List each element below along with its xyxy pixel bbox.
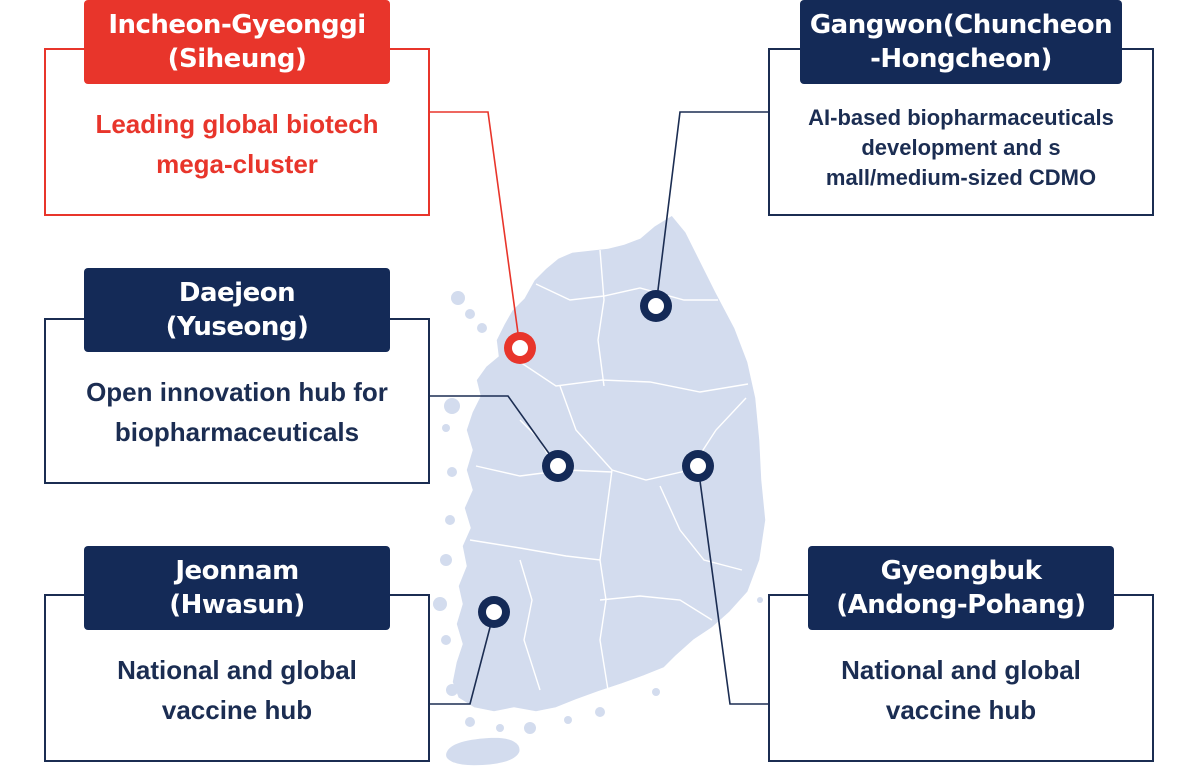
region-desc-line: development and s [861,135,1061,160]
region-tag-line: Daejeon [178,278,296,308]
region-tag-line: (Andong-Pohang) [836,590,1086,620]
ring-marker-daejeon[interactable] [542,450,574,482]
region-desc-line: vaccine hub [161,695,313,725]
connector-lines [430,111,768,705]
region-desc-gangwon: AI-based biopharmaceuticals development … [770,98,1152,198]
region-desc-line: National and global [841,655,1081,685]
region-desc-line: vaccine hub [885,695,1037,725]
ring-marker-jeonnam[interactable] [478,596,510,628]
region-desc-gyeongbuk: National and global vaccine hub [770,648,1152,732]
region-desc-jeonnam: National and global vaccine hub [46,648,428,732]
region-tag-line: (Yuseong) [165,312,309,342]
region-desc-line: AI-based biopharmaceuticals [808,105,1114,130]
ring-marker-gyeongbuk[interactable] [682,450,714,482]
region-desc-daejeon: Open innovation hub for biopharmaceutica… [46,370,428,454]
region-tag-jeonnam: Jeonnam (Hwasun) [84,546,390,630]
ring-marker-gangwon[interactable] [640,290,672,322]
region-desc-incheon: Leading global biotech mega-cluster [46,102,428,186]
connector-gyeongbuk [697,465,768,705]
region-tag-line: Gyeongbuk [880,556,1042,586]
region-tag-line: Incheon-Gyeonggi [108,10,366,40]
region-desc-line: Open innovation hub for [86,377,388,407]
region-tag-incheon: Incheon-Gyeonggi (Siheung) [84,0,390,84]
jeju-island-shape [444,736,521,767]
connector-incheon [430,111,521,349]
region-tag-line: Gangwon(Chuncheon [809,10,1113,40]
ring-marker-incheon[interactable] [504,332,536,364]
region-desc-line: mega-cluster [156,149,318,179]
connector-gangwon [655,111,768,307]
region-tag-gyeongbuk: Gyeongbuk (Andong-Pohang) [808,546,1114,630]
connector-daejeon [430,395,559,467]
region-tag-line: (Hwasun) [169,590,305,620]
region-tag-line: (Siheung) [167,44,307,74]
region-tag-line: Jeonnam [175,556,299,586]
region-tag-gangwon: Gangwon(Chuncheon -Hongcheon) [800,0,1122,84]
region-desc-line: National and global [117,655,357,685]
korea-mainland-shape [451,214,767,713]
region-tag-line: -Hongcheon) [870,44,1052,74]
region-desc-line: mall/medium-sized CDMO [825,165,1097,190]
region-tag-daejeon: Daejeon (Yuseong) [84,268,390,352]
region-desc-line: biopharmaceuticals [114,417,360,447]
province-boundaries [469,249,749,691]
region-desc-line: Leading global biotech [95,109,379,139]
connector-jeonnam [430,611,495,705]
coastal-islands [433,291,763,734]
